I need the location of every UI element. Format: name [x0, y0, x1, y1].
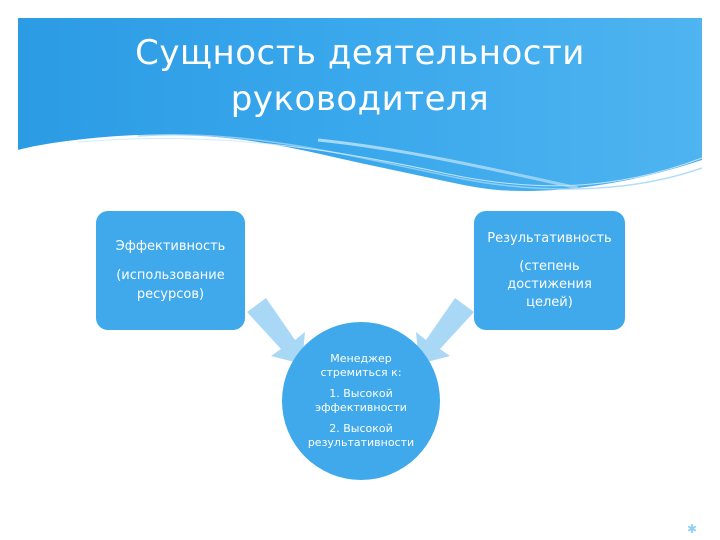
page-title: Сущность деятельности руководителя — [18, 30, 702, 122]
right-arrow — [416, 298, 474, 364]
manager-circle: Менеджер стремиться к: 1. Высокой эффект… — [282, 322, 440, 480]
asterisk-icon: ✱ — [687, 522, 698, 536]
manager-line-2: стремиться к: — [320, 366, 402, 379]
manager-line-4: эффективности — [315, 401, 407, 414]
effectiveness-desc-line-3: целей) — [526, 295, 573, 310]
efficiency-box: Эффективность (использование ресурсов) — [96, 211, 245, 330]
efficiency-desc-line-2: ресурсов) — [136, 287, 205, 302]
manager-line-6: результативности — [307, 436, 415, 449]
effectiveness-box: Результативность (степень достижения цел… — [474, 211, 625, 330]
efficiency-desc-line-1: (использование — [116, 268, 225, 283]
wave-banner — [18, 18, 702, 196]
manager-line-5: 2. Высокой — [329, 422, 393, 435]
effectiveness-desc-line-1: (степень — [519, 259, 580, 274]
efficiency-title: Эффективность — [115, 239, 226, 254]
manager-line-3: 1. Высокой — [329, 387, 393, 400]
title-banner — [18, 18, 702, 196]
left-arrow — [247, 298, 305, 364]
title-line-2: руководителя — [230, 79, 490, 119]
effectiveness-desc-line-2: достижения — [507, 277, 592, 292]
effectiveness-title: Результативность — [487, 231, 612, 246]
manager-line-1: Менеджер — [330, 352, 392, 365]
title-line-1: Сущность деятельности — [135, 33, 585, 73]
